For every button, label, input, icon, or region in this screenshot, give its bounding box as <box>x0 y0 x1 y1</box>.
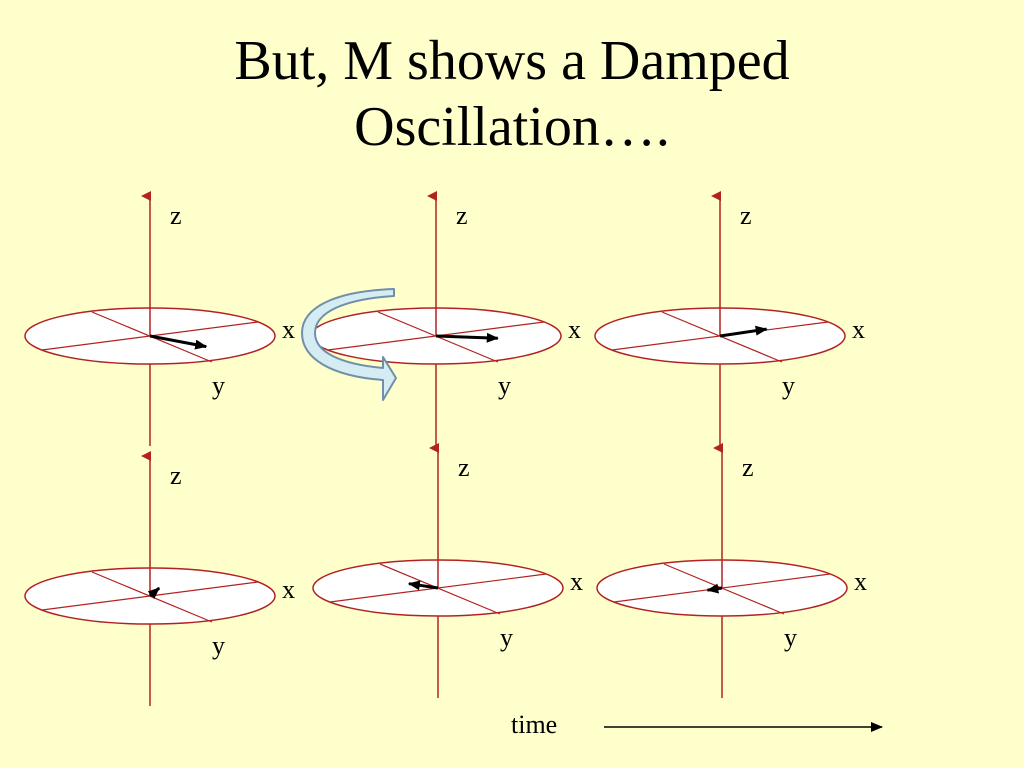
z-axis-label: z <box>170 461 182 490</box>
time-label: time <box>511 710 557 739</box>
z-axis-label: z <box>458 453 470 482</box>
magnetization-vector <box>407 580 439 591</box>
z-axis-label: z <box>740 201 752 230</box>
y-axis-label: y <box>782 371 795 400</box>
y-axis-line <box>379 563 501 615</box>
magnetization-vector <box>706 583 723 594</box>
y-axis-label: y <box>498 371 511 400</box>
magnetization-vector <box>719 325 768 338</box>
title-line-1: But, M shows a Damped <box>234 30 790 92</box>
x-axis-label: x <box>282 575 295 604</box>
frame-2: z x y <box>310 191 581 446</box>
z-axis-label: z <box>170 201 182 230</box>
y-axis-label: y <box>784 623 797 652</box>
frame-4: z x y <box>24 451 295 706</box>
frame-5: z x y <box>312 443 583 698</box>
x-axis-label: x <box>570 567 583 596</box>
slide-title: But, M shows a Damped Oscillation…. <box>0 28 1024 160</box>
x-axis-label: x <box>852 315 865 344</box>
x-axis-label: x <box>568 315 581 344</box>
y-axis-label: y <box>212 371 225 400</box>
y-axis-line <box>663 563 785 615</box>
magnetization-vector <box>149 334 208 350</box>
z-axis-label: z <box>742 453 754 482</box>
magnetization-vector <box>147 586 161 599</box>
y-axis-label: y <box>212 631 225 660</box>
frame-3: z x y <box>594 191 865 446</box>
frame-6: z x y <box>596 443 867 698</box>
z-axis-label: z <box>456 201 468 230</box>
magnetization-vector <box>435 332 499 343</box>
x-axis-label: x <box>282 315 295 344</box>
frame-1: z x y <box>24 191 295 446</box>
title-line-2: Oscillation…. <box>354 96 670 158</box>
x-axis-label: x <box>854 567 867 596</box>
rotation-arrow-icon <box>301 288 397 401</box>
y-axis-label: y <box>500 623 513 652</box>
